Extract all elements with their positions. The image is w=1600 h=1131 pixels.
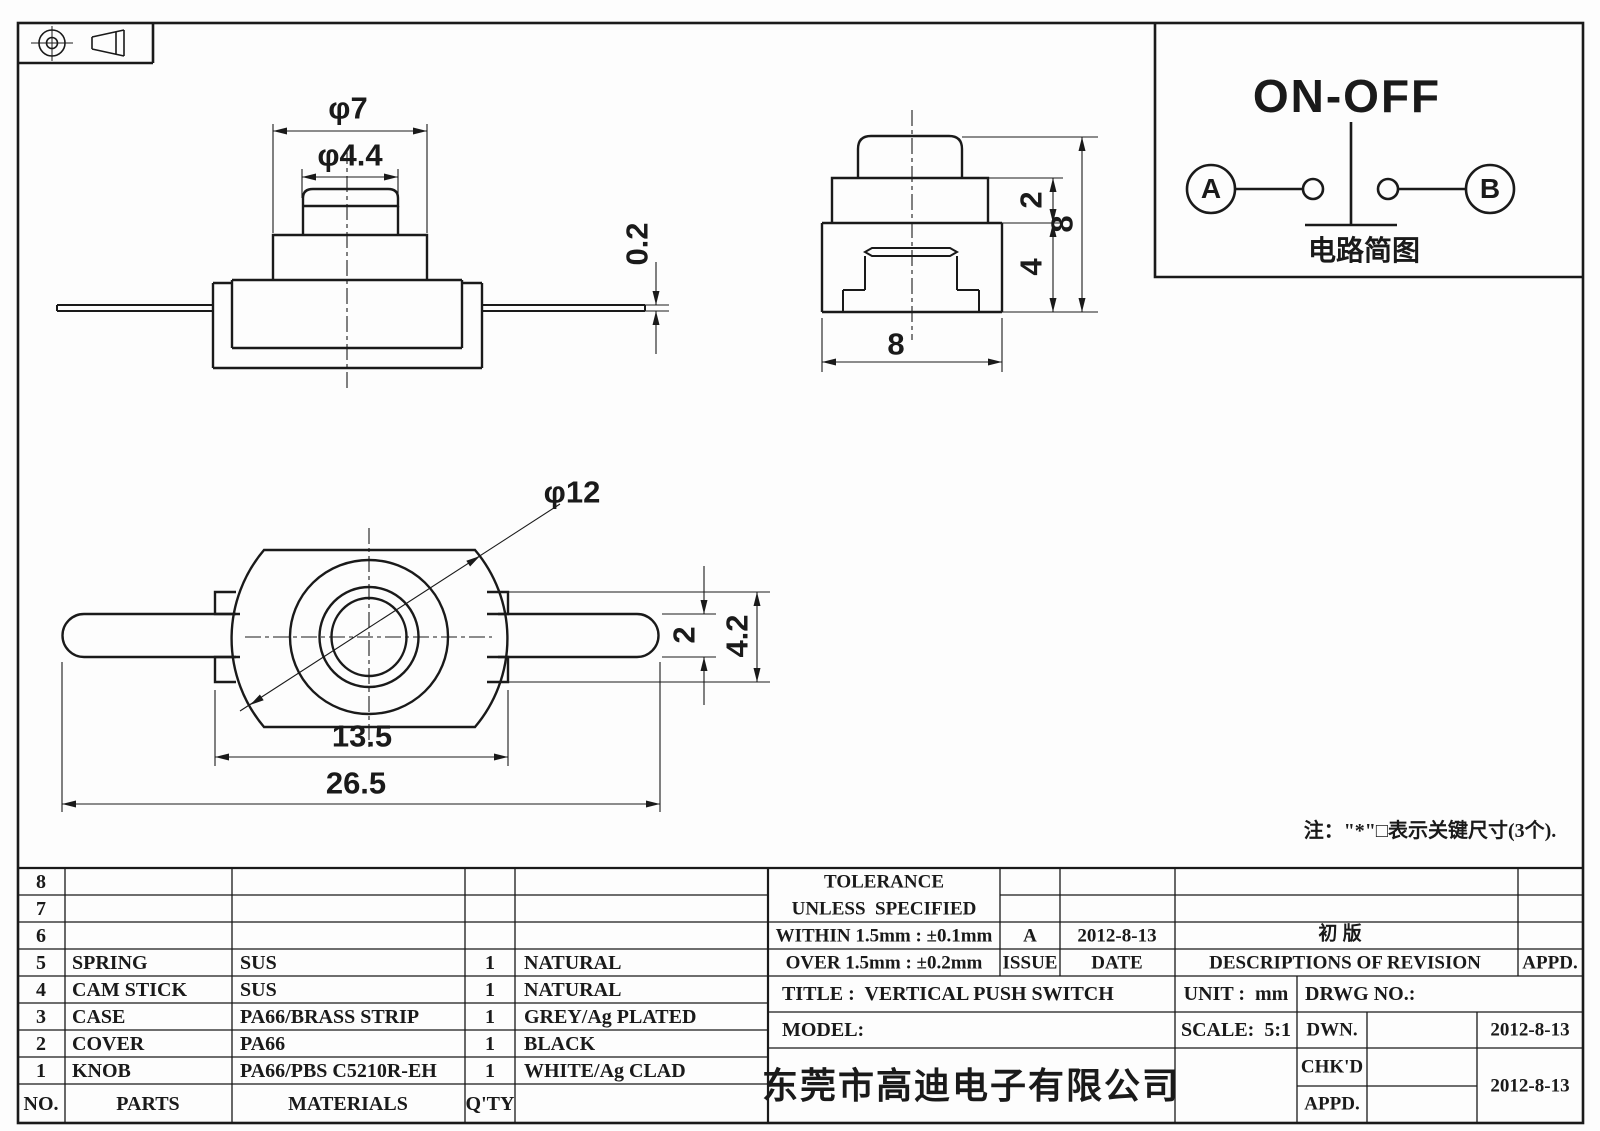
dim-top-2: 2 xyxy=(666,626,702,644)
parts-row-name: CAM STICK xyxy=(72,979,188,1001)
drawing-title: TITLE : VERTICAL PUSH SWITCH xyxy=(782,983,1114,1005)
parts-row-name: COVER xyxy=(72,1033,145,1055)
parts-row-color: GREY/Ag PLATED xyxy=(524,1006,697,1028)
parts-row-color: NATURAL xyxy=(524,952,622,974)
parts-header-no: NO. xyxy=(23,1093,59,1115)
key-dimension-note: 注："*"□表示关键尺寸(3个). xyxy=(1303,820,1557,842)
tolerance-heading: TOLERANCE xyxy=(823,871,945,893)
parts-row-name: KNOB xyxy=(72,1060,131,1082)
issue-value: A xyxy=(1023,925,1037,947)
dim-side-2: 2 xyxy=(1013,191,1049,209)
parts-row-name: SPRING xyxy=(72,952,148,974)
parts-row-no: 4 xyxy=(36,979,46,1001)
scale-label: SCALE: 5:1 xyxy=(1180,1019,1292,1041)
parts-row-qty: 1 xyxy=(485,1006,495,1028)
dim-top-265: 26.5 xyxy=(325,765,387,801)
parts-row-no: 5 xyxy=(36,952,46,974)
centerlines xyxy=(245,110,913,747)
circuit-caption: 电路简图 xyxy=(1307,235,1421,266)
parts-row-material: PA66/PBS C5210R-EH xyxy=(240,1060,437,1082)
parts-row-no: 7 xyxy=(36,898,46,920)
parts-row-qty: 1 xyxy=(485,979,495,1001)
parts-row-material: SUS xyxy=(240,979,277,1001)
parts-row-material: PA66/BRASS STRIP xyxy=(240,1006,420,1028)
dim-top-42: 4.2 xyxy=(719,614,755,658)
chkd-date: 2012-8-13 xyxy=(1490,1075,1570,1097)
parts-row-no: 3 xyxy=(36,1006,46,1028)
appd-column-label: APPD. xyxy=(1522,952,1578,974)
parts-row-qty: 1 xyxy=(485,1033,495,1055)
parts-row-no: 6 xyxy=(36,925,46,947)
parts-row-material: PA66 xyxy=(240,1033,286,1055)
dim-front-lead-thickness: 0.2 xyxy=(619,222,655,266)
dimension-arrows xyxy=(62,127,1086,808)
dimension-lines xyxy=(61,124,1098,812)
dim-top-135: 13.5 xyxy=(331,718,393,754)
chkd-label: CHK'D xyxy=(1300,1056,1364,1078)
parts-header-materials: MATERIALS xyxy=(288,1093,408,1115)
sheet-border xyxy=(16,21,1585,1125)
dim-top-phi12: φ12 xyxy=(543,474,601,510)
parts-row-material: SUS xyxy=(240,952,277,974)
dim-front-phi7: φ7 xyxy=(328,90,368,126)
dim-front-phi44: φ4.4 xyxy=(317,137,383,173)
parts-header-parts: PARTS xyxy=(116,1093,180,1115)
dim-side-height-8: 8 xyxy=(1044,215,1080,233)
parts-row-color: WHITE/Ag CLAD xyxy=(524,1060,686,1082)
parts-row-no: 1 xyxy=(36,1060,46,1082)
parts-row-color: NATURAL xyxy=(524,979,622,1001)
tolerance-subheading: UNLESS SPECIFIED xyxy=(791,898,977,920)
issue-label: ISSUE xyxy=(1002,952,1058,974)
date-label: DATE xyxy=(1091,952,1143,974)
front-view xyxy=(56,187,646,370)
terminal-a-label: A xyxy=(1200,173,1222,204)
dwn-label: DWN. xyxy=(1306,1019,1358,1041)
parts-row-name: CASE xyxy=(72,1006,126,1028)
tolerance-within: WITHIN 1.5mm : ±0.1mm xyxy=(775,925,993,947)
dim-side-4: 4 xyxy=(1013,258,1049,276)
dim-side-width-8: 8 xyxy=(887,326,905,362)
circuit-title: ON-OFF xyxy=(1252,70,1442,122)
revision-description-value: 初 版 xyxy=(1318,923,1362,945)
table-linework xyxy=(18,866,1583,1123)
parts-row-no: 8 xyxy=(36,871,46,893)
tolerance-over: OVER 1.5mm : ±0.2mm xyxy=(785,952,983,974)
revision-date-value: 2012-8-13 xyxy=(1077,925,1157,947)
parts-row-color: BLACK xyxy=(524,1033,596,1055)
parts-header-qty: Q'TY xyxy=(465,1093,515,1115)
appd-label: APPD. xyxy=(1304,1093,1360,1115)
model-label: MODEL: xyxy=(782,1019,865,1041)
revision-description-label: DESCRIPTIONS OF REVISION xyxy=(1209,952,1481,974)
top-view xyxy=(61,548,660,729)
circuit-schematic xyxy=(1185,122,1516,227)
parts-row-no: 2 xyxy=(36,1033,46,1055)
drwg-no-label: DRWG NO.: xyxy=(1305,983,1416,1005)
unit-label: UNIT : mm xyxy=(1183,983,1289,1005)
dwn-date: 2012-8-13 xyxy=(1490,1019,1570,1041)
terminal-b-label: B xyxy=(1479,173,1501,204)
projection-angle-icon xyxy=(31,26,125,61)
parts-row-qty: 1 xyxy=(485,952,495,974)
company-name: 东莞市高迪电子有限公司 xyxy=(761,1065,1181,1106)
parts-row-qty: 1 xyxy=(485,1060,495,1082)
